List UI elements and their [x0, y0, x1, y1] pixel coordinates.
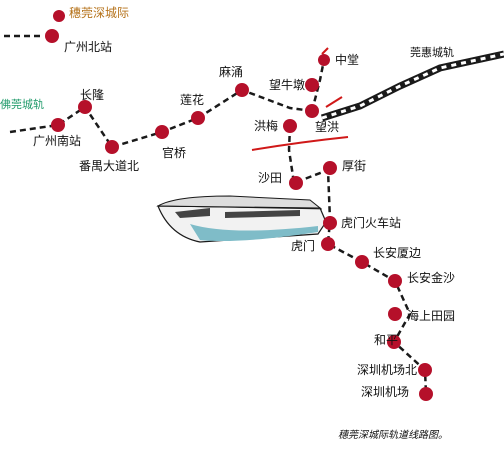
route-huizhou-line-dash	[321, 52, 504, 120]
line-label-huizhou: 莞惠城轨	[410, 45, 454, 59]
station-changan-xiabian[interactable]	[355, 255, 369, 269]
station-haishang-tianyuan[interactable]	[388, 307, 402, 321]
station-label-panyu: 番禺大道北	[79, 159, 139, 173]
station-label-zhongtang: 中堂	[335, 52, 359, 67]
station-machong[interactable]	[235, 83, 249, 97]
station-guanqiao[interactable]	[155, 125, 169, 139]
station-label-humen: 虎门	[291, 238, 315, 253]
station-label-changan-jinsha: 长安金沙	[407, 270, 455, 285]
station-zhongtang[interactable]	[318, 54, 330, 66]
red-mark-wanghong	[325, 96, 343, 108]
station-changlong[interactable]	[78, 100, 92, 114]
route-spur-zhongtang	[310, 59, 326, 112]
station-humen-station[interactable]	[323, 216, 337, 230]
station-label-wangniudun: 望牛墩	[269, 77, 305, 92]
station-lianhua[interactable]	[191, 111, 205, 125]
station-label-hongmei: 洪梅	[254, 118, 278, 133]
station-label-houjie: 厚街	[342, 159, 366, 173]
station-label-heping: 和平	[374, 333, 398, 347]
station-label-airport: 深圳机场	[361, 385, 409, 399]
station-hongmei[interactable]	[283, 119, 297, 133]
station-guangzhou-north[interactable]	[45, 29, 59, 43]
legend-station-dot	[53, 10, 65, 22]
station-wangniudun[interactable]	[305, 78, 319, 92]
station-label-shatian: 沙田	[258, 171, 282, 185]
train-illustration	[156, 195, 327, 243]
station-humen[interactable]	[321, 237, 335, 251]
station-label-guangzhou-north: 广州北站	[64, 40, 112, 54]
map-caption: 穗莞深城际轨道线路图。	[338, 429, 448, 441]
station-label-airport-north: 深圳机场北	[357, 363, 417, 377]
station-shatian[interactable]	[289, 176, 303, 190]
station-airport[interactable]	[419, 387, 433, 401]
station-airport-north[interactable]	[418, 363, 432, 377]
station-label-machong: 麻涌	[219, 64, 243, 79]
red-mark-zhongtang	[321, 47, 329, 55]
station-label-changlong: 长隆	[80, 87, 104, 102]
red-mark-curve	[251, 136, 349, 151]
line-label-foshan: 佛莞城轨	[0, 97, 44, 111]
station-houjie[interactable]	[323, 161, 337, 175]
station-label-humen-station: 虎门火车站	[341, 215, 401, 230]
station-panyu[interactable]	[105, 140, 119, 154]
station-label-guangzhou-south: 广州南站	[33, 133, 81, 148]
station-label-lianhua: 莲花	[180, 92, 204, 107]
station-label-haishang-tianyuan: 海上田园	[407, 308, 455, 323]
station-label-wanghong: 望洪	[315, 120, 339, 134]
station-wanghong[interactable]	[305, 104, 319, 118]
station-label-changan-xiabian: 长安厦边	[373, 245, 421, 260]
map-title: 穗莞深城际	[69, 6, 129, 20]
station-heping[interactable]	[387, 335, 401, 349]
station-foshan-junction[interactable]	[51, 118, 65, 132]
station-changan-jinsha[interactable]	[388, 274, 402, 288]
station-label-guanqiao: 官桥	[162, 145, 186, 160]
